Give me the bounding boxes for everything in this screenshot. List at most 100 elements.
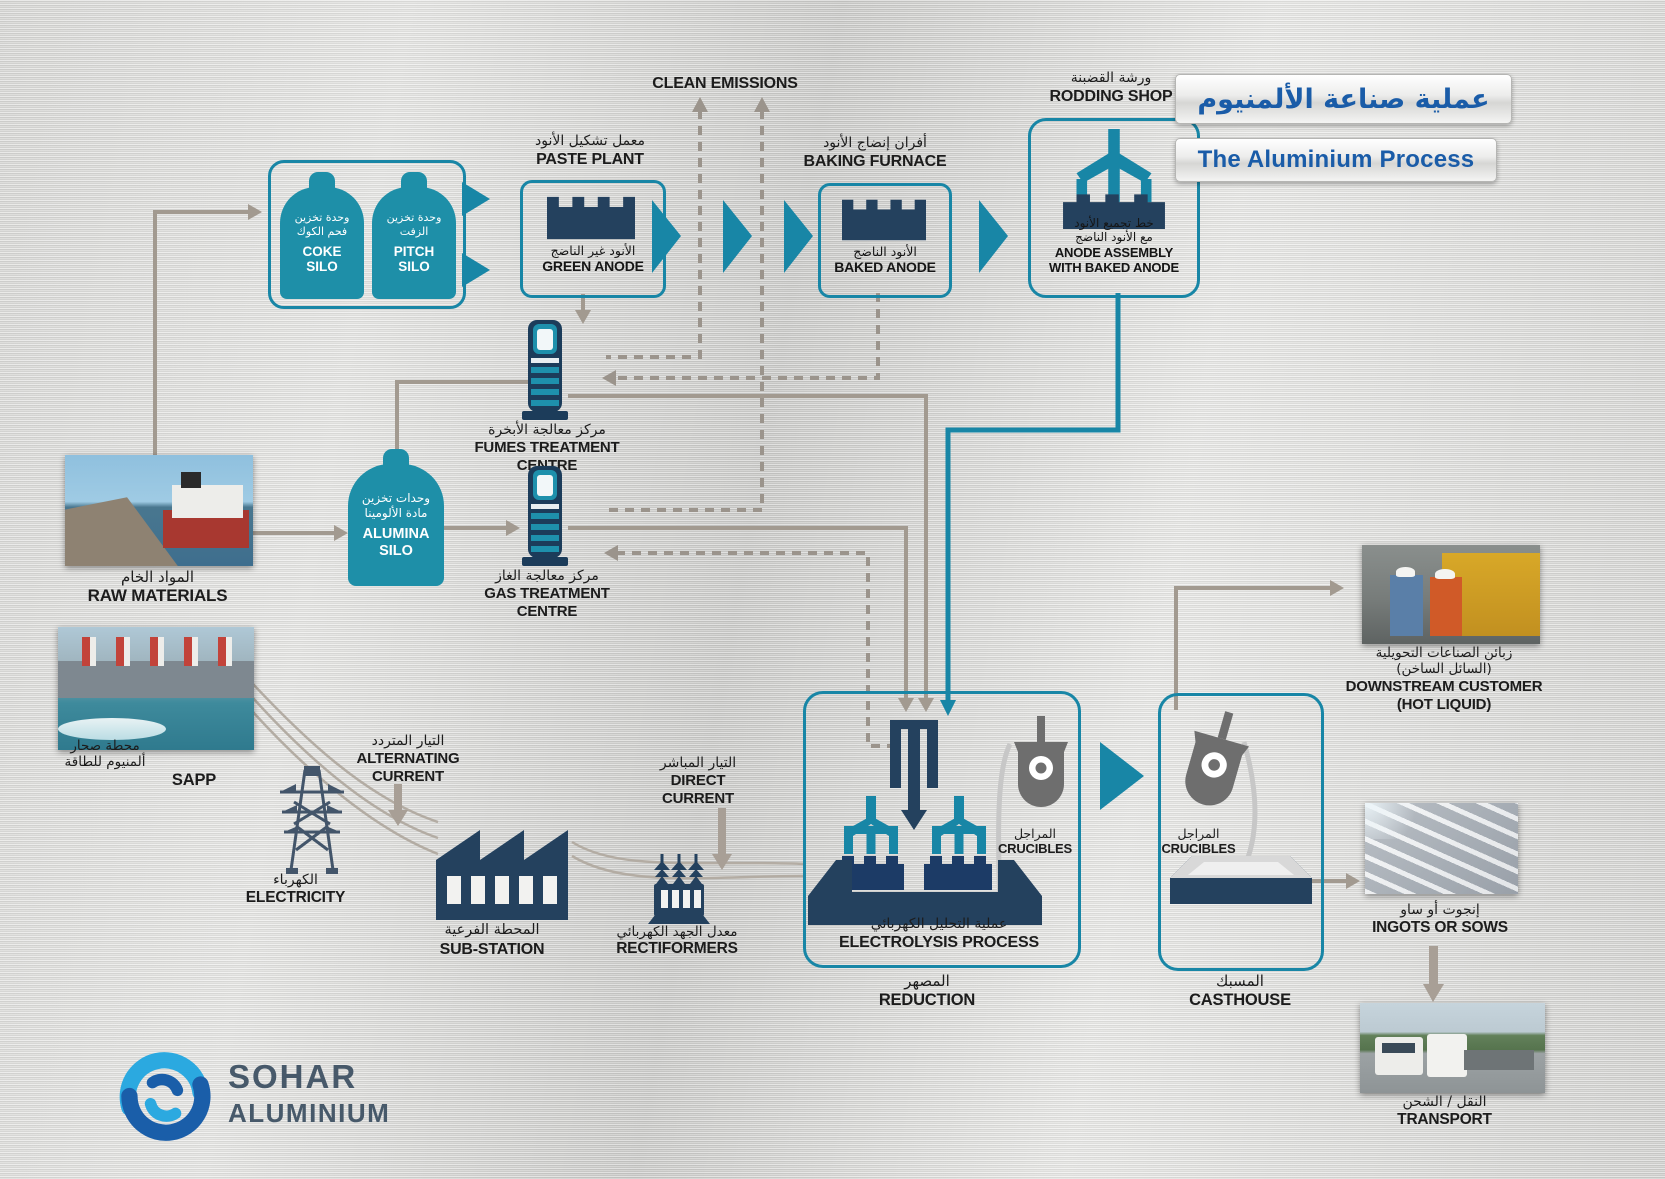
dashed-fumes-to-clean bbox=[606, 110, 702, 359]
paste-plant-label: معمل تشكيل الأنود PASTE PLANT bbox=[505, 133, 675, 170]
substation-label: المحطة الفرعية SUB-STATION bbox=[412, 922, 572, 959]
substation-label-ar: المحطة الفرعية bbox=[444, 922, 540, 938]
rectiformers-label-en: RECTIFORMERS bbox=[616, 940, 738, 958]
crucible-icon bbox=[1014, 716, 1068, 807]
pitch-silo-label-ar: وحدة تخزين الزفت bbox=[386, 211, 442, 239]
alumina-silo: وحدات تخزين مادة الألومينا ALUMINA SILO bbox=[348, 464, 444, 586]
crucibles-reduction-label-ar: المراجل bbox=[1013, 826, 1057, 841]
line-raw-to-silos bbox=[153, 210, 248, 458]
casthouse-box bbox=[1158, 693, 1324, 971]
casting-mold-icon bbox=[1170, 856, 1312, 904]
coke-silo-label-ar: وحدة تخزين فحم الكوك bbox=[294, 211, 350, 239]
electrolysis-label-en: ELECTROLYSIS PROCESS bbox=[839, 934, 1039, 952]
title-banner-arabic: عملية صناعة الألمنيوم bbox=[1175, 74, 1512, 124]
ingots-label-en: INGOTS OR SOWS bbox=[1372, 919, 1508, 937]
baking-furnace-label: أفران إنضاج الأنود BAKING FURNACE bbox=[790, 135, 960, 172]
reduction-label-ar: المصهر bbox=[904, 972, 950, 990]
baked-anode-label-ar: الأنود الناضج bbox=[853, 244, 917, 259]
casthouse-label-ar: المسبك bbox=[1216, 972, 1264, 990]
silos-group: وحدة تخزين فحم الكوك COKE SILO وحدة تخزي… bbox=[280, 187, 456, 299]
direct-current-label: التيار المباشر DIRECT CURRENT bbox=[642, 755, 754, 809]
title-english: The Aluminium Process bbox=[1197, 146, 1475, 173]
anode-assembly-label-ar: خط تجميع الأنود مع الأنود الناضج bbox=[1074, 216, 1154, 245]
line-casthouse-to-downstream bbox=[1174, 586, 1330, 710]
downstream-customer-label: زبائن الصناعات التحويلية (السائل الساخن)… bbox=[1335, 645, 1553, 715]
rectiformers-icon bbox=[648, 854, 710, 924]
raw-materials-label-ar: المواد الخام bbox=[120, 568, 195, 586]
paste-plant-label-en: PASTE PLANT bbox=[536, 151, 644, 169]
coke-silo: وحدة تخزين فحم الكوك COKE SILO bbox=[280, 187, 364, 299]
casthouse-label-en: CASTHOUSE bbox=[1189, 991, 1291, 1010]
downstream-customer-photo bbox=[1362, 545, 1540, 644]
photo-worker-orange bbox=[1429, 576, 1462, 637]
electricity-label-en: ELECTRICITY bbox=[245, 889, 346, 907]
pot-shell bbox=[808, 860, 1042, 925]
photo-truck-windshield bbox=[1382, 1042, 1416, 1054]
clean-emissions-text: CLEAN EMISSIONS bbox=[652, 75, 798, 92]
electricity-label-ar: الكهرباء bbox=[273, 872, 318, 888]
title-banner-english: The Aluminium Process bbox=[1175, 138, 1497, 182]
power-wires bbox=[252, 683, 807, 880]
baking-furnace-label-en: BAKING FURNACE bbox=[803, 153, 947, 171]
green-anode-label-en: GREEN ANODE bbox=[542, 258, 644, 274]
direct-current-label-ar: التيار المباشر bbox=[659, 755, 737, 771]
sapp-label-ar-block: محطة صحار ألمنيوم للطاقة bbox=[40, 738, 170, 771]
green-anode-label-ar: الأنود غير الناضج bbox=[550, 243, 636, 258]
fumes-treatment-icon bbox=[522, 320, 568, 420]
sapp-label-ar: محطة صحار ألمنيوم للطاقة bbox=[64, 738, 146, 771]
transport-label: النقل / الشحن TRANSPORT bbox=[1352, 1094, 1537, 1130]
photo-ship-stack bbox=[181, 472, 201, 488]
raw-materials-photo bbox=[65, 455, 253, 566]
gas-treatment-label-ar: مركز معالجة الغاز bbox=[495, 568, 599, 584]
dashed-gas-to-clean bbox=[608, 110, 764, 512]
crucibles-casthouse-label-ar: المراجل bbox=[1177, 826, 1220, 841]
downstream-customer-label-ar: زبائن الصناعات التحويلية (السائل الساخن) bbox=[1375, 645, 1513, 678]
photo-plant-stacks bbox=[69, 636, 243, 667]
crucibles-reduction-label-en: CRUCIBLES bbox=[997, 841, 1073, 857]
line-gas-to-electrolysis bbox=[568, 526, 908, 698]
baking-furnace-label-ar: أفران إنضاج الأنود bbox=[823, 135, 927, 151]
emission-arrowheads bbox=[602, 97, 770, 561]
photo-ship-superstructure bbox=[171, 484, 243, 518]
sohar-logo-text: SOHAR ALUMINIUM bbox=[228, 1058, 390, 1129]
line-fumes-to-electrolysis bbox=[568, 394, 928, 698]
photo-helmet-2 bbox=[1434, 568, 1455, 579]
crucibles-reduction-label: المراجل CRUCIBLES bbox=[980, 826, 1090, 857]
alternating-current-label-ar: التيار المتردد bbox=[371, 733, 445, 749]
baked-anode-box: الأنود الناضج BAKED ANODE bbox=[818, 183, 952, 298]
transport-label-ar: النقل / الشحن bbox=[1402, 1094, 1487, 1110]
fumes-treatment-label: مركز معالجة الأبخرة FUMES TREATMENT CENT… bbox=[462, 422, 632, 476]
green-anode-icon bbox=[547, 196, 635, 240]
current-arrows bbox=[388, 784, 1444, 1002]
alternating-current-label-en: ALTERNATING CURRENT bbox=[356, 750, 460, 786]
anode-assembly-label-en: ANODE ASSEMBLY WITH BAKED ANODE bbox=[1049, 244, 1179, 276]
electricity-label: الكهرباء ELECTRICITY bbox=[228, 872, 363, 908]
title-arabic: عملية صناعة الألمنيوم bbox=[1197, 83, 1490, 115]
rodding-arrowhead bbox=[940, 700, 956, 716]
raw-materials-label: المواد الخام RAW MATERIALS bbox=[55, 568, 260, 607]
anode-assembly-icon bbox=[1063, 129, 1165, 229]
sapp-label-en-block: SAPP bbox=[158, 770, 230, 790]
ingots-label: إنجوت أو ساو INGOTS OR SOWS bbox=[1350, 902, 1530, 938]
emission-dashed-lines bbox=[606, 110, 896, 748]
anode-assembly-label: خط تجميع الأنود مع الأنود الناضج ANODE A… bbox=[1031, 216, 1197, 276]
photo-truck-2 bbox=[1426, 1033, 1468, 1077]
dashed-bakedanode-to-fumes bbox=[616, 293, 880, 380]
crucibles-casthouse-label: المراجل CRUCIBLES bbox=[1146, 826, 1251, 857]
baked-anode-label: الأنود الناضج BAKED ANODE bbox=[821, 244, 949, 276]
photo-worker-blue bbox=[1390, 574, 1423, 637]
rodding-shop-label-ar: ورشة القضبنة bbox=[1070, 70, 1152, 86]
downstream-customer-label-en: DOWNSTREAM CUSTOMER (HOT LIQUID) bbox=[1345, 677, 1543, 714]
direct-current-label-en: DIRECT CURRENT bbox=[662, 772, 734, 808]
alumina-silo-label-ar: وحدات تخزين مادة الألومينا bbox=[361, 490, 431, 521]
rectiformers-label-ar: معدل الجهد الكهربائي bbox=[616, 924, 738, 940]
material-flow-lines bbox=[153, 210, 1346, 883]
paste-plant-label-ar: معمل تشكيل الأنود bbox=[534, 133, 646, 149]
photo-plant-body bbox=[58, 661, 254, 699]
substation-icon bbox=[436, 830, 568, 920]
raw-materials-label-en: RAW MATERIALS bbox=[87, 586, 228, 606]
pot-anodes bbox=[836, 856, 992, 890]
transport-photo bbox=[1360, 1003, 1545, 1093]
line-alumina-to-fumes bbox=[395, 380, 530, 460]
